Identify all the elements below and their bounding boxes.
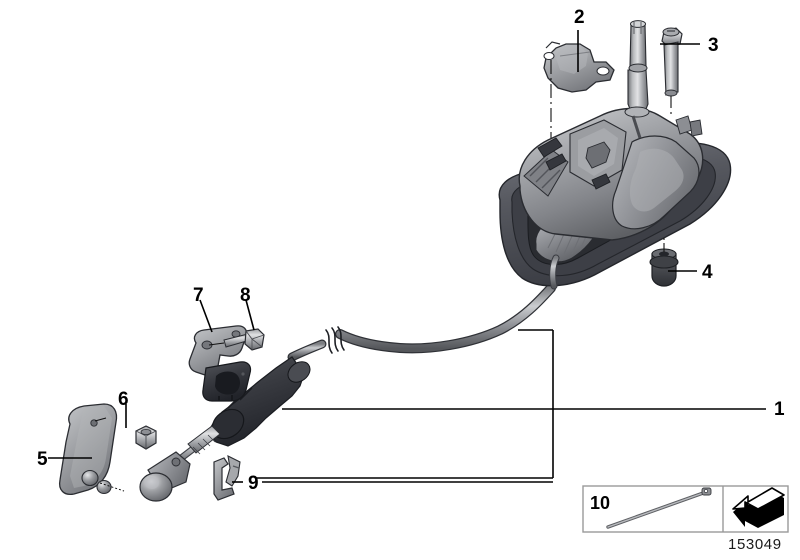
- leader-7: [199, 299, 213, 333]
- legend-item-number: 10: [590, 493, 611, 513]
- part-9-retaining-clip: [213, 455, 241, 501]
- callout-label-1: 1: [774, 399, 785, 420]
- callout-label-6: 6: [118, 389, 129, 410]
- direction-of-travel-arrow-icon: [732, 487, 785, 528]
- part-1-gearshift-cable-assembly: [139, 283, 556, 502]
- rod-ball-joint: [139, 451, 191, 502]
- callout-label-8: 8: [240, 285, 251, 306]
- part-5-selector-lever: [58, 403, 125, 496]
- part-3-hex-socket-bolt: [661, 27, 683, 118]
- cable-break-marks: [325, 326, 345, 354]
- part-6-hex-nut: [135, 425, 157, 450]
- leader-8: [245, 299, 255, 331]
- part-8-hex-head-bolt: [208, 328, 265, 351]
- part-2-mounting-bracket: [543, 41, 615, 178]
- callout-label-4: 4: [702, 262, 713, 283]
- legend-cable-tie: [606, 487, 712, 529]
- callout-label-9: 9: [248, 473, 259, 494]
- callout-label-2: 2: [574, 7, 585, 28]
- callout-label-3: 3: [708, 35, 719, 56]
- leader-lines: [48, 30, 766, 483]
- diagram-id-label: 153049: [728, 536, 782, 553]
- rod-adjuster: [187, 425, 221, 455]
- legend-box: [582, 485, 789, 533]
- callout-label-5: 5: [37, 449, 48, 470]
- part-4-rubber-grommet: [649, 238, 679, 287]
- shifter-console-assembly: [498, 20, 732, 290]
- callout-label-7: 7: [193, 285, 204, 306]
